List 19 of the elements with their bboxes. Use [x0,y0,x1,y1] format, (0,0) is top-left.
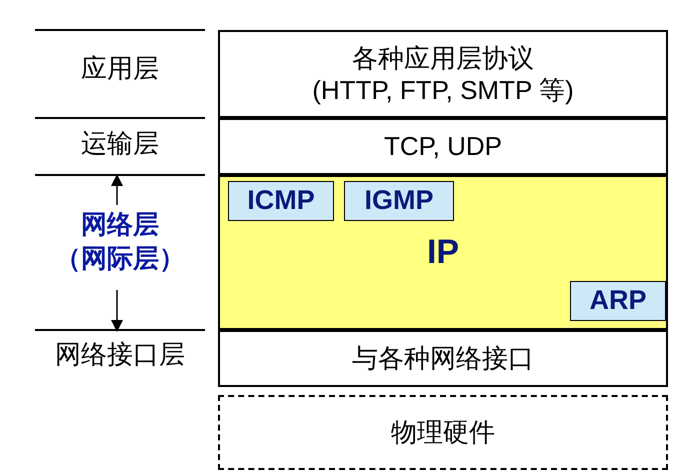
layer-text: 各种应用层协议 (HTTP, FTP, SMTP 等) [312,42,574,106]
protocol-box [570,281,666,321]
hardware-box [218,395,668,470]
layer-name: 应用层 [80,52,160,85]
layer-text: 与各种网络接口 [352,342,534,375]
protocol-name: ICMP [247,184,315,218]
protocol-name: ARP [589,284,646,318]
protocol-box [344,181,454,221]
layer-text: TCP, UDP [384,130,502,163]
layer-box [218,118,668,175]
layer-name: 网络接口层 [54,338,186,371]
network-layer-box [218,175,668,330]
layer-box [218,330,668,387]
protocol-name: IGMP [364,184,434,218]
layer-box [218,30,668,118]
protocol-name: IP [426,232,460,274]
layer-name: 运输层 [80,127,160,160]
protocol-box [228,181,334,221]
layer-text: 物理硬件 [391,416,495,449]
